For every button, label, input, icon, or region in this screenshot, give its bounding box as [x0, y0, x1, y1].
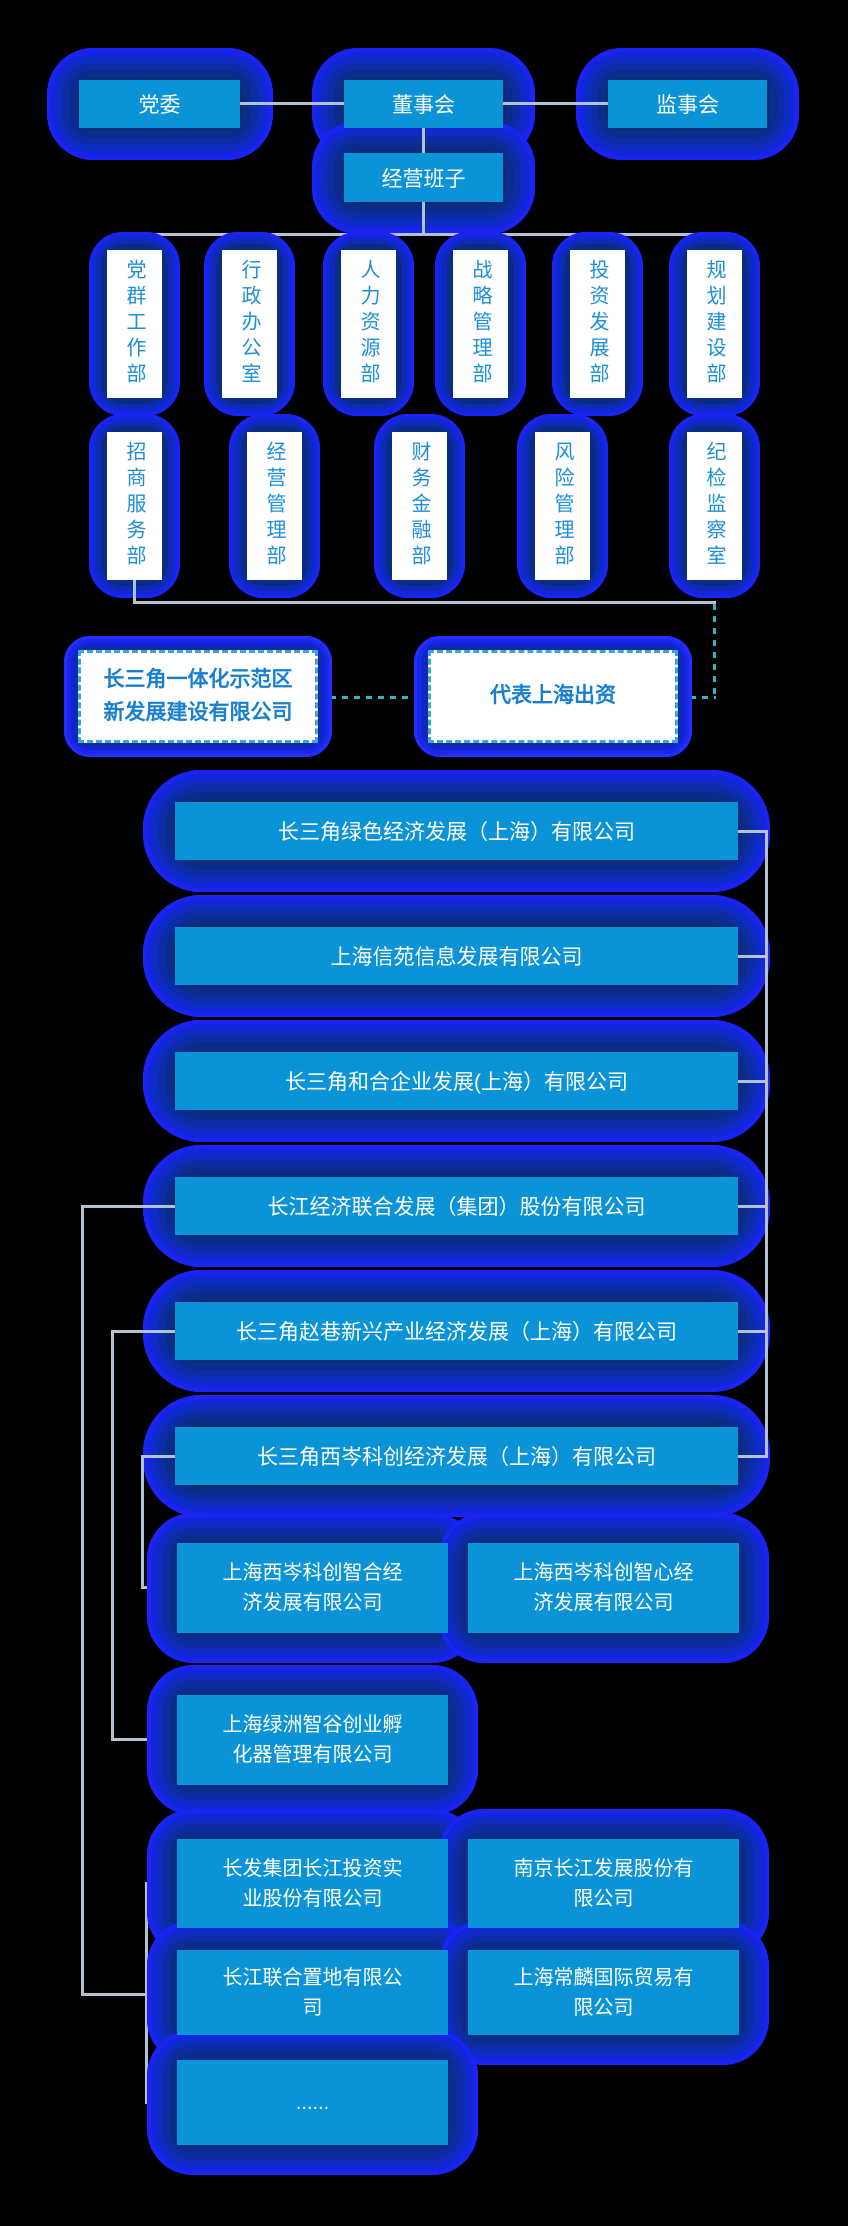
node-funding-note: 代表上海出资	[428, 650, 678, 743]
dept-investment-services: 招商服务部	[107, 432, 162, 580]
company-label: 长三角西岑科创经济发展（上海）有限公司	[257, 1446, 656, 1469]
node-board-of-directors: 董事会	[344, 80, 503, 128]
company-nanjing-changjiang: 南京长江发展股份有 限公司	[468, 1839, 739, 1928]
dept-operations-management: 经营管理部	[247, 432, 302, 580]
connector-bar2-right	[738, 955, 768, 958]
dept-human-resources: 人力资源部	[341, 250, 396, 398]
dept-label: 党群工作部	[123, 259, 145, 389]
connector-bottom-rail	[145, 1882, 148, 2104]
connector-bar1-right	[738, 830, 768, 833]
company-xicen-kechuang: 长三角西岑科创经济发展（上海）有限公司	[175, 1427, 738, 1485]
company-label: 上海常麟国际贸易有 限公司	[513, 1966, 694, 2019]
connector-right-rail	[765, 830, 768, 1458]
connector-left-rail-changjiang-elbow	[81, 1993, 147, 1996]
connector-dept-row2-left-stub	[133, 580, 136, 602]
dept-label: 风险管理部	[551, 441, 573, 571]
connector-incubator-stub	[111, 1738, 177, 1741]
dept-label: 战略管理部	[469, 259, 491, 389]
connector-left-rail-xicen	[141, 1455, 144, 1588]
company-xicen-zhixin: 上海西岑科创智心经 济发展有限公司	[468, 1543, 739, 1633]
company-lvzhou-zhigu: 上海绿洲智谷创业孵 化器管理有限公司	[177, 1695, 448, 1785]
company-label: 南京长江发展股份有 限公司	[513, 1857, 694, 1910]
node-party-committee: 党委	[79, 80, 240, 128]
dept-admin-office: 行政办公室	[222, 250, 277, 398]
connector-bar5-right	[738, 1330, 768, 1333]
connector-bar4-left	[81, 1205, 175, 1208]
connector-bar6-right	[738, 1455, 768, 1458]
dept-label: 人力资源部	[357, 259, 379, 389]
dept-risk-management: 风险管理部	[535, 432, 590, 580]
company-label: 上海西岑科创智合经 济发展有限公司	[222, 1562, 403, 1614]
company-label: 上海信苑信息发展有限公司	[330, 946, 583, 969]
node-label: 监事会	[656, 94, 719, 117]
company-label: 长江联合置地有限公 司	[222, 1966, 403, 2019]
company-changfa-jituan: 长发集团长江投资实 业股份有限公司	[177, 1839, 448, 1928]
dept-label: 行政办公室	[238, 259, 260, 389]
node-label: 党委	[138, 94, 181, 117]
node-supervisory-board: 监事会	[608, 80, 767, 128]
dept-party-mass-work: 党群工作部	[107, 250, 162, 398]
company-zhaoxiang-xinxing: 长三角赵巷新兴产业经济发展（上海）有限公司	[175, 1302, 738, 1360]
node-management-team: 经营班子	[344, 153, 503, 202]
dept-label: 投资发展部	[586, 259, 608, 389]
connector-board-management	[422, 128, 425, 153]
company-label: 长三角绿色经济发展（上海）有限公司	[278, 821, 635, 844]
company-label: 长江经济联合发展（集团）股份有限公司	[267, 1196, 646, 1219]
node-parent-company: 长三角一体化示范区 新发展建设有限公司	[78, 650, 318, 743]
connector-board-supervisory	[503, 102, 608, 105]
dept-label: 规划建设部	[703, 259, 725, 389]
connector-bar3-right	[738, 1080, 768, 1083]
company-lvse-jingji: 长三角绿色经济发展（上海）有限公司	[175, 802, 738, 860]
dept-label: 财务金融部	[408, 441, 430, 571]
dept-label: 经营管理部	[263, 441, 285, 571]
connector-left-rail-zhaoxiang	[111, 1330, 114, 1740]
company-xinyuan-xinxi: 上海信苑信息发展有限公司	[175, 927, 738, 985]
connector-bar6-left	[141, 1455, 175, 1458]
company-label: 长三角和合企业发展(上海）有限公司	[285, 1071, 628, 1094]
connector-left-rail-changjiang	[81, 1205, 84, 1995]
connector-dashed-to-funding	[678, 696, 716, 699]
dept-investment-development: 投资发展部	[570, 250, 625, 398]
node-label: 代表上海出资	[490, 684, 616, 708]
node-label: 董事会	[392, 94, 455, 117]
connector-dashed-parent-funding	[318, 696, 428, 699]
company-changjiang-jingji: 长江经济联合发展（集团）股份有限公司	[175, 1177, 738, 1235]
dept-planning-construction: 规划建设部	[687, 250, 742, 398]
company-label: 长三角赵巷新兴产业经济发展（上海）有限公司	[236, 1321, 677, 1344]
company-label: 上海绿洲智谷创业孵 化器管理有限公司	[222, 1714, 403, 1766]
dept-label: 招商服务部	[123, 441, 145, 571]
connector-bar5-left	[111, 1330, 175, 1333]
company-changlin-maoyi: 上海常麟国际贸易有 限公司	[468, 1950, 739, 2035]
connector-dept-row1-bus	[133, 233, 716, 236]
connector-dashed-down	[713, 604, 716, 697]
node-label: 经营班子	[381, 167, 466, 191]
dept-discipline-inspection: 纪检监察室	[687, 432, 742, 580]
dept-strategy-management: 战略管理部	[453, 250, 508, 398]
connector-dept-row2-bus	[133, 601, 716, 604]
dept-label: 纪检监察室	[703, 441, 725, 571]
company-lianhe-zhidi: 长江联合置地有限公 司	[177, 1950, 448, 2035]
connector-management-depts	[422, 202, 425, 233]
connector-party-board	[240, 102, 344, 105]
company-label: ......	[295, 2091, 330, 2114]
node-label: 长三角一体化示范区 新发展建设有限公司	[103, 667, 293, 724]
company-label: 上海西岑科创智心经 济发展有限公司	[513, 1562, 694, 1614]
company-label: 长发集团长江投资实 业股份有限公司	[222, 1857, 403, 1910]
company-hehe-qiye: 长三角和合企业发展(上海）有限公司	[175, 1052, 738, 1110]
dept-finance: 财务金融部	[392, 432, 447, 580]
company-xicen-zhihe: 上海西岑科创智合经 济发展有限公司	[177, 1543, 448, 1633]
company-ellipsis: ......	[177, 2060, 448, 2145]
connector-bar4-right	[738, 1205, 768, 1208]
